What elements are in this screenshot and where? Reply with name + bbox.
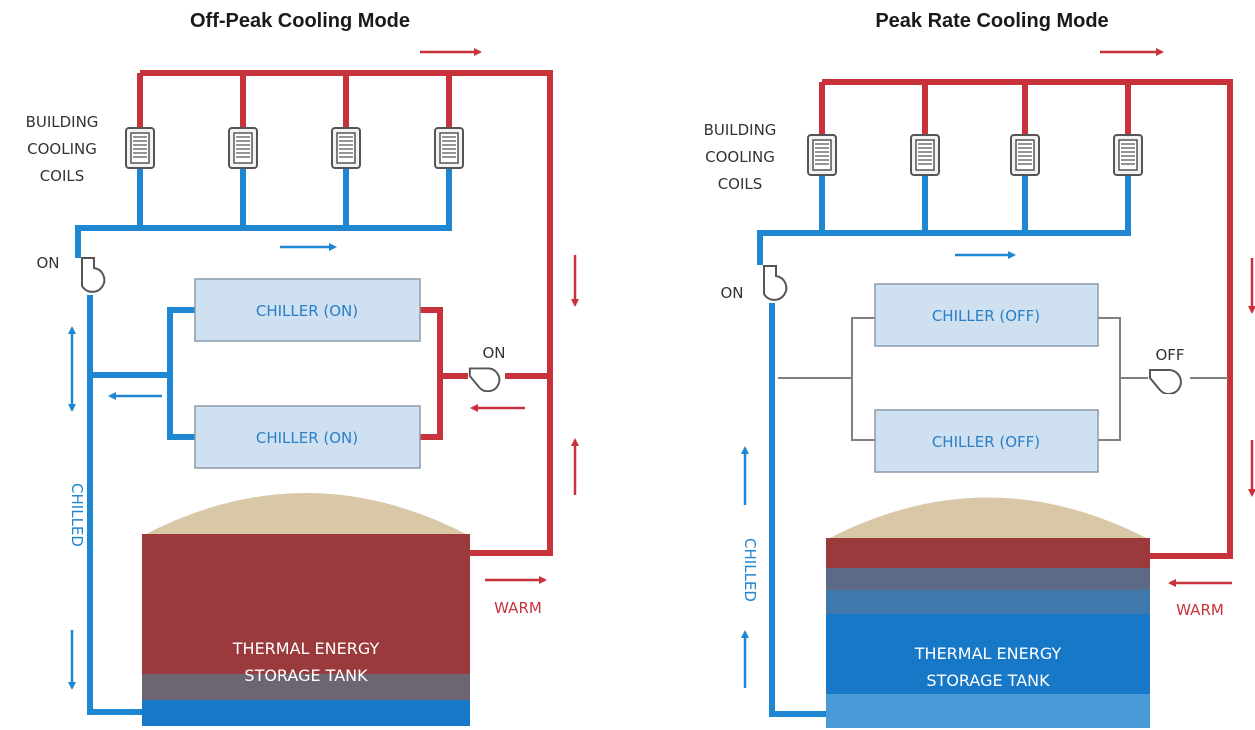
chiller-bottom-box bbox=[194, 405, 421, 469]
chilled-label: CHILLED bbox=[741, 538, 759, 602]
main-pump-icon bbox=[81, 257, 106, 293]
chiller-top-box bbox=[194, 278, 421, 342]
coils-label-line-1: BUILDING bbox=[26, 113, 99, 131]
chiller-bottom-label: CHILLER (OFF) bbox=[932, 433, 1040, 451]
main-pump-label: ON bbox=[720, 284, 743, 302]
cooling-coil-icon bbox=[331, 126, 361, 170]
tank-label-line-1: THERMAL ENERGY bbox=[232, 639, 380, 658]
right-flow-arrows bbox=[741, 48, 1255, 688]
cooling-coil-icon bbox=[910, 133, 940, 177]
left-flow-arrows bbox=[68, 48, 579, 690]
cooling-coil-icon bbox=[228, 126, 258, 170]
chiller-bottom-label: CHILLER (ON) bbox=[256, 429, 358, 447]
left-storage-tank: THERMAL ENERGY STORAGE TANK bbox=[142, 493, 470, 726]
right-inactive-piping bbox=[778, 317, 1228, 441]
coils-label-line-2: COOLING bbox=[27, 140, 97, 158]
warm-label: WARM bbox=[494, 599, 542, 617]
coils-label-line-3: COILS bbox=[718, 175, 763, 193]
cooling-coil-icon bbox=[125, 126, 155, 170]
coils-label-line-2: COOLING bbox=[705, 148, 775, 166]
cooling-coil-icon bbox=[807, 133, 837, 177]
right-chilled-piping bbox=[757, 175, 1131, 717]
tank-label-line-2: STORAGE TANK bbox=[244, 666, 368, 685]
right-warm-piping bbox=[819, 79, 1233, 559]
left-chilled-piping bbox=[75, 168, 452, 715]
chiller-top-box bbox=[874, 283, 1099, 347]
left-panel: Off-Peak Cooling Mode bbox=[26, 10, 579, 726]
chiller-top-label: CHILLER (OFF) bbox=[932, 307, 1040, 325]
chiller-top-label: CHILLER (ON) bbox=[256, 302, 358, 320]
chiller-pump-label: OFF bbox=[1155, 346, 1184, 364]
tank-label-line-1: THERMAL ENERGY bbox=[914, 644, 1062, 663]
chiller-pump-icon bbox=[468, 367, 501, 392]
right-panel-title: Peak Rate Cooling Mode bbox=[875, 10, 1108, 32]
cooling-coil-icon bbox=[434, 126, 464, 170]
left-warm-piping bbox=[137, 70, 553, 556]
chiller-pump-label: ON bbox=[482, 344, 505, 362]
left-panel-title: Off-Peak Cooling Mode bbox=[190, 10, 410, 32]
chiller-pump-icon bbox=[1149, 368, 1182, 394]
cooling-coil-icon bbox=[1010, 133, 1040, 177]
right-panel: Peak Rate Cooling Mode bbox=[704, 10, 1255, 728]
coils-label-line-1: BUILDING bbox=[704, 121, 777, 139]
chiller-bottom-box bbox=[874, 409, 1099, 473]
tank-label-line-2: STORAGE TANK bbox=[926, 671, 1050, 690]
warm-label: WARM bbox=[1176, 601, 1224, 619]
coils-label-line-3: COILS bbox=[40, 167, 85, 185]
chilled-label: CHILLED bbox=[68, 483, 86, 547]
main-pump-label: ON bbox=[36, 254, 59, 272]
right-storage-tank: THERMAL ENERGY STORAGE TANK bbox=[826, 497, 1150, 728]
cooling-coil-icon bbox=[1113, 133, 1143, 177]
main-pump-icon bbox=[763, 265, 788, 301]
